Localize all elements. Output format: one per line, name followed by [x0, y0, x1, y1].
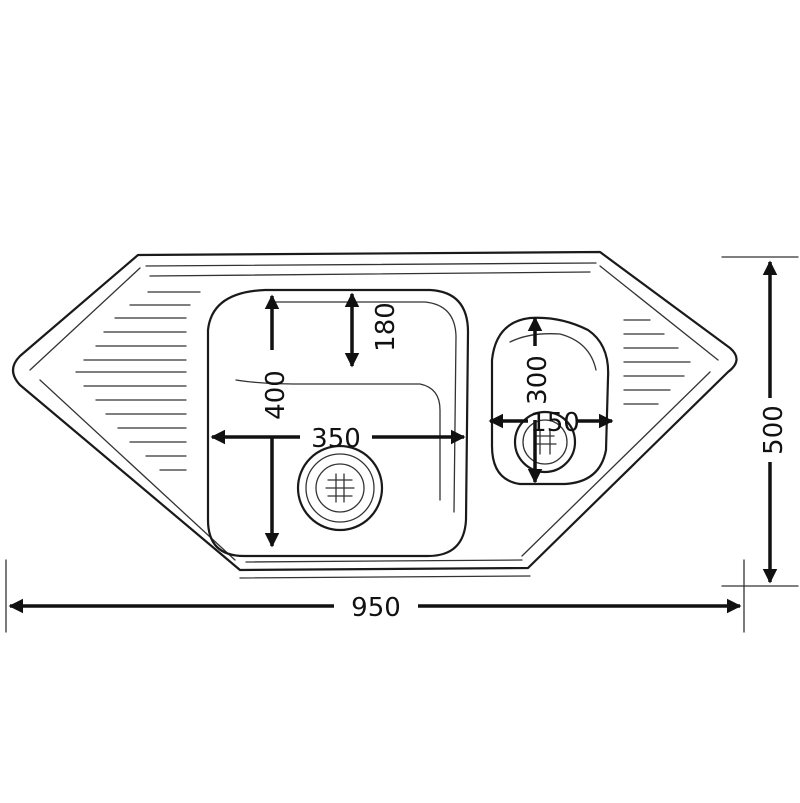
left-drainer-grooves [75, 291, 201, 471]
main-drain [296, 444, 384, 532]
dimension-main-bowl-180: 180 [344, 292, 401, 368]
overall-width-label: 950 [351, 593, 401, 623]
small-drain [513, 410, 577, 474]
right-drainer-grooves [623, 319, 691, 405]
dimension-small-bowl-width: 150 [488, 408, 614, 438]
small-bowl-depth-label: 300 [523, 355, 553, 405]
dimension-main-bowl-width: 350 [210, 424, 466, 454]
dimension-overall-width: 950 [5, 559, 745, 633]
main-bowl-width-label: 350 [311, 424, 361, 454]
dimension-small-bowl-depth: 300 [523, 316, 553, 484]
small-bowl [490, 316, 610, 486]
main-bowl [206, 288, 470, 558]
main-bowl-180-label: 180 [371, 302, 401, 352]
dimension-overall-depth: 500 [721, 256, 799, 587]
small-bowl-width-label: 150 [530, 408, 580, 438]
dimension-main-bowl-depth: 400 [261, 294, 291, 548]
overall-depth-label: 500 [759, 405, 789, 455]
main-bowl-depth-label: 400 [261, 370, 291, 420]
sink-outline [11, 250, 738, 579]
